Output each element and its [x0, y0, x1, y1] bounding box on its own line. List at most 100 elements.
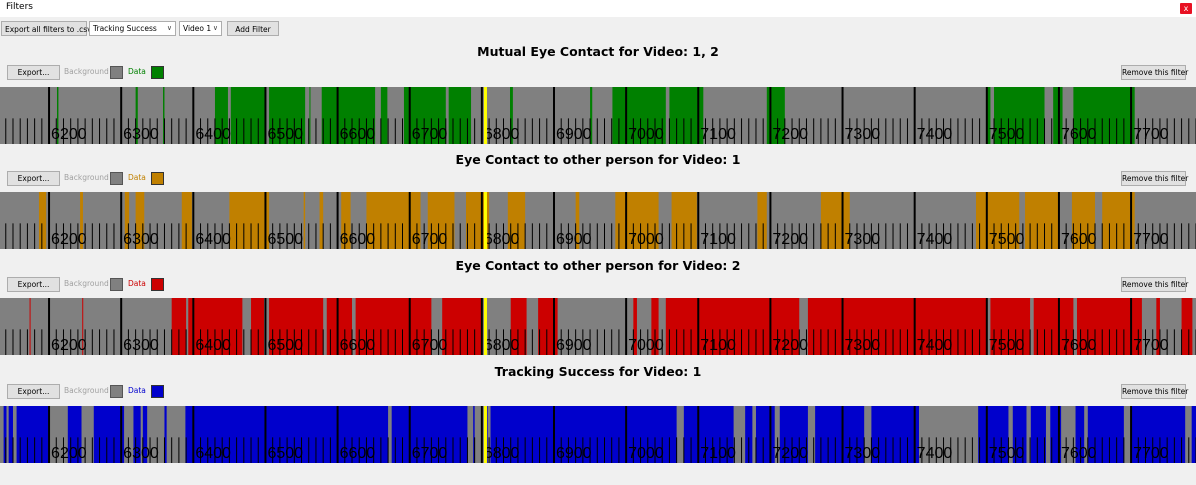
tick-label: 7600 — [1061, 445, 1097, 462]
background-label: Background — [64, 67, 109, 76]
tick-label: 7000 — [628, 231, 664, 248]
data-segment — [82, 298, 84, 355]
tick-label: 6700 — [412, 445, 448, 462]
data-segment — [978, 406, 1009, 463]
data-segment — [442, 298, 482, 355]
data-segment — [575, 192, 580, 249]
close-button[interactable]: x — [1180, 3, 1192, 14]
data-color-swatch[interactable] — [151, 172, 164, 185]
background-color-swatch[interactable] — [110, 172, 123, 185]
remove-filter-button[interactable]: Remove this filter — [1121, 277, 1188, 292]
data-segment — [56, 87, 59, 144]
background-label: Background — [64, 386, 109, 395]
tick-label: 6300 — [123, 126, 159, 143]
export-all-button[interactable]: Export all filters to .csv — [1, 21, 92, 36]
data-label: Data — [128, 279, 146, 288]
tick-label: 7200 — [772, 231, 808, 248]
remove-filter-button[interactable]: Remove this filter — [1121, 171, 1188, 186]
title-bar: Filters x — [0, 0, 1196, 17]
data-segment — [3, 406, 7, 463]
background-color-swatch[interactable] — [110, 66, 123, 79]
data-segment — [1073, 87, 1135, 144]
data-color-swatch[interactable] — [151, 278, 164, 291]
export-button[interactable]: Export... — [7, 171, 60, 186]
data-color-swatch[interactable] — [151, 66, 164, 79]
filter-controls: Export... Background Data Remove this fi… — [0, 384, 1196, 400]
data-segment — [1102, 192, 1135, 249]
filter-type-select[interactable]: Tracking Success ∨ — [89, 21, 176, 36]
filter-controls: Export... Background Data Remove this fi… — [0, 171, 1196, 187]
tick-label: 6400 — [195, 445, 231, 462]
export-button[interactable]: Export... — [7, 277, 60, 292]
data-segment — [1181, 298, 1193, 355]
export-button[interactable]: Export... — [7, 384, 60, 399]
tick-label: 7500 — [989, 337, 1025, 354]
window-title: Filters — [6, 2, 33, 12]
filter-controls: Export... Background Data Remove this fi… — [0, 277, 1196, 293]
data-segment — [507, 192, 526, 249]
playhead-cursor — [483, 87, 487, 144]
background-color-swatch[interactable] — [110, 385, 123, 398]
data-segment — [164, 406, 167, 463]
data-segment — [465, 192, 490, 249]
tick-label: 6300 — [123, 337, 159, 354]
tick-label: 6600 — [340, 337, 376, 354]
background-label: Background — [64, 279, 109, 288]
data-label: Data — [128, 173, 146, 182]
data-segment — [1025, 192, 1059, 249]
export-button[interactable]: Export... — [7, 65, 60, 80]
data-segment — [1156, 298, 1160, 355]
data-segment — [745, 406, 753, 463]
filter-title: Eye Contact to other person for Video: 2 — [455, 258, 741, 273]
data-segment — [366, 192, 421, 249]
tick-label: 7600 — [1061, 231, 1097, 248]
data-segment — [80, 192, 83, 249]
tick-label: 6700 — [412, 337, 448, 354]
tick-label: 7200 — [772, 337, 808, 354]
data-segment — [303, 192, 306, 249]
chevron-down-icon: ∨ — [166, 24, 172, 32]
video-value: Video 1 — [183, 24, 212, 33]
remove-filter-button[interactable]: Remove this filter — [1121, 384, 1188, 399]
tick-label: 7500 — [989, 445, 1025, 462]
background-color-swatch[interactable] — [110, 278, 123, 291]
tick-label: 6600 — [340, 126, 376, 143]
filter-title: Eye Contact to other person for Video: 1 — [455, 152, 741, 167]
data-segment — [1071, 192, 1096, 249]
data-segment — [309, 87, 311, 144]
tick-label: 6400 — [195, 231, 231, 248]
data-segment — [448, 87, 472, 144]
tick-label: 6300 — [123, 445, 159, 462]
tick-label: 6200 — [51, 337, 87, 354]
data-segment — [975, 192, 1020, 249]
data-segment — [181, 192, 192, 249]
data-segment — [1131, 406, 1186, 463]
data-segment — [214, 87, 228, 144]
remove-filter-button[interactable]: Remove this filter — [1121, 65, 1188, 80]
data-segment — [133, 406, 141, 463]
data-segment — [16, 406, 50, 463]
tick-label: 7700 — [1133, 231, 1169, 248]
tick-label: 6900 — [556, 231, 592, 248]
add-filter-button[interactable]: Add Filter — [227, 21, 279, 36]
video-select[interactable]: Video 1 ∨ — [179, 21, 222, 36]
data-segment — [230, 87, 266, 144]
data-color-swatch[interactable] — [151, 385, 164, 398]
tick-label: 6900 — [556, 337, 592, 354]
playhead-cursor — [483, 298, 487, 355]
data-segment — [1050, 406, 1062, 463]
tick-label: 6700 — [412, 126, 448, 143]
data-segment — [509, 87, 513, 144]
playhead-cursor — [483, 406, 487, 463]
tick-label: 6700 — [412, 231, 448, 248]
tick-label: 6500 — [267, 126, 303, 143]
data-segment — [341, 192, 351, 249]
tick-label: 6600 — [340, 445, 376, 462]
data-segment — [163, 87, 165, 144]
data-segment — [612, 87, 615, 144]
tick-label: 6500 — [267, 445, 303, 462]
